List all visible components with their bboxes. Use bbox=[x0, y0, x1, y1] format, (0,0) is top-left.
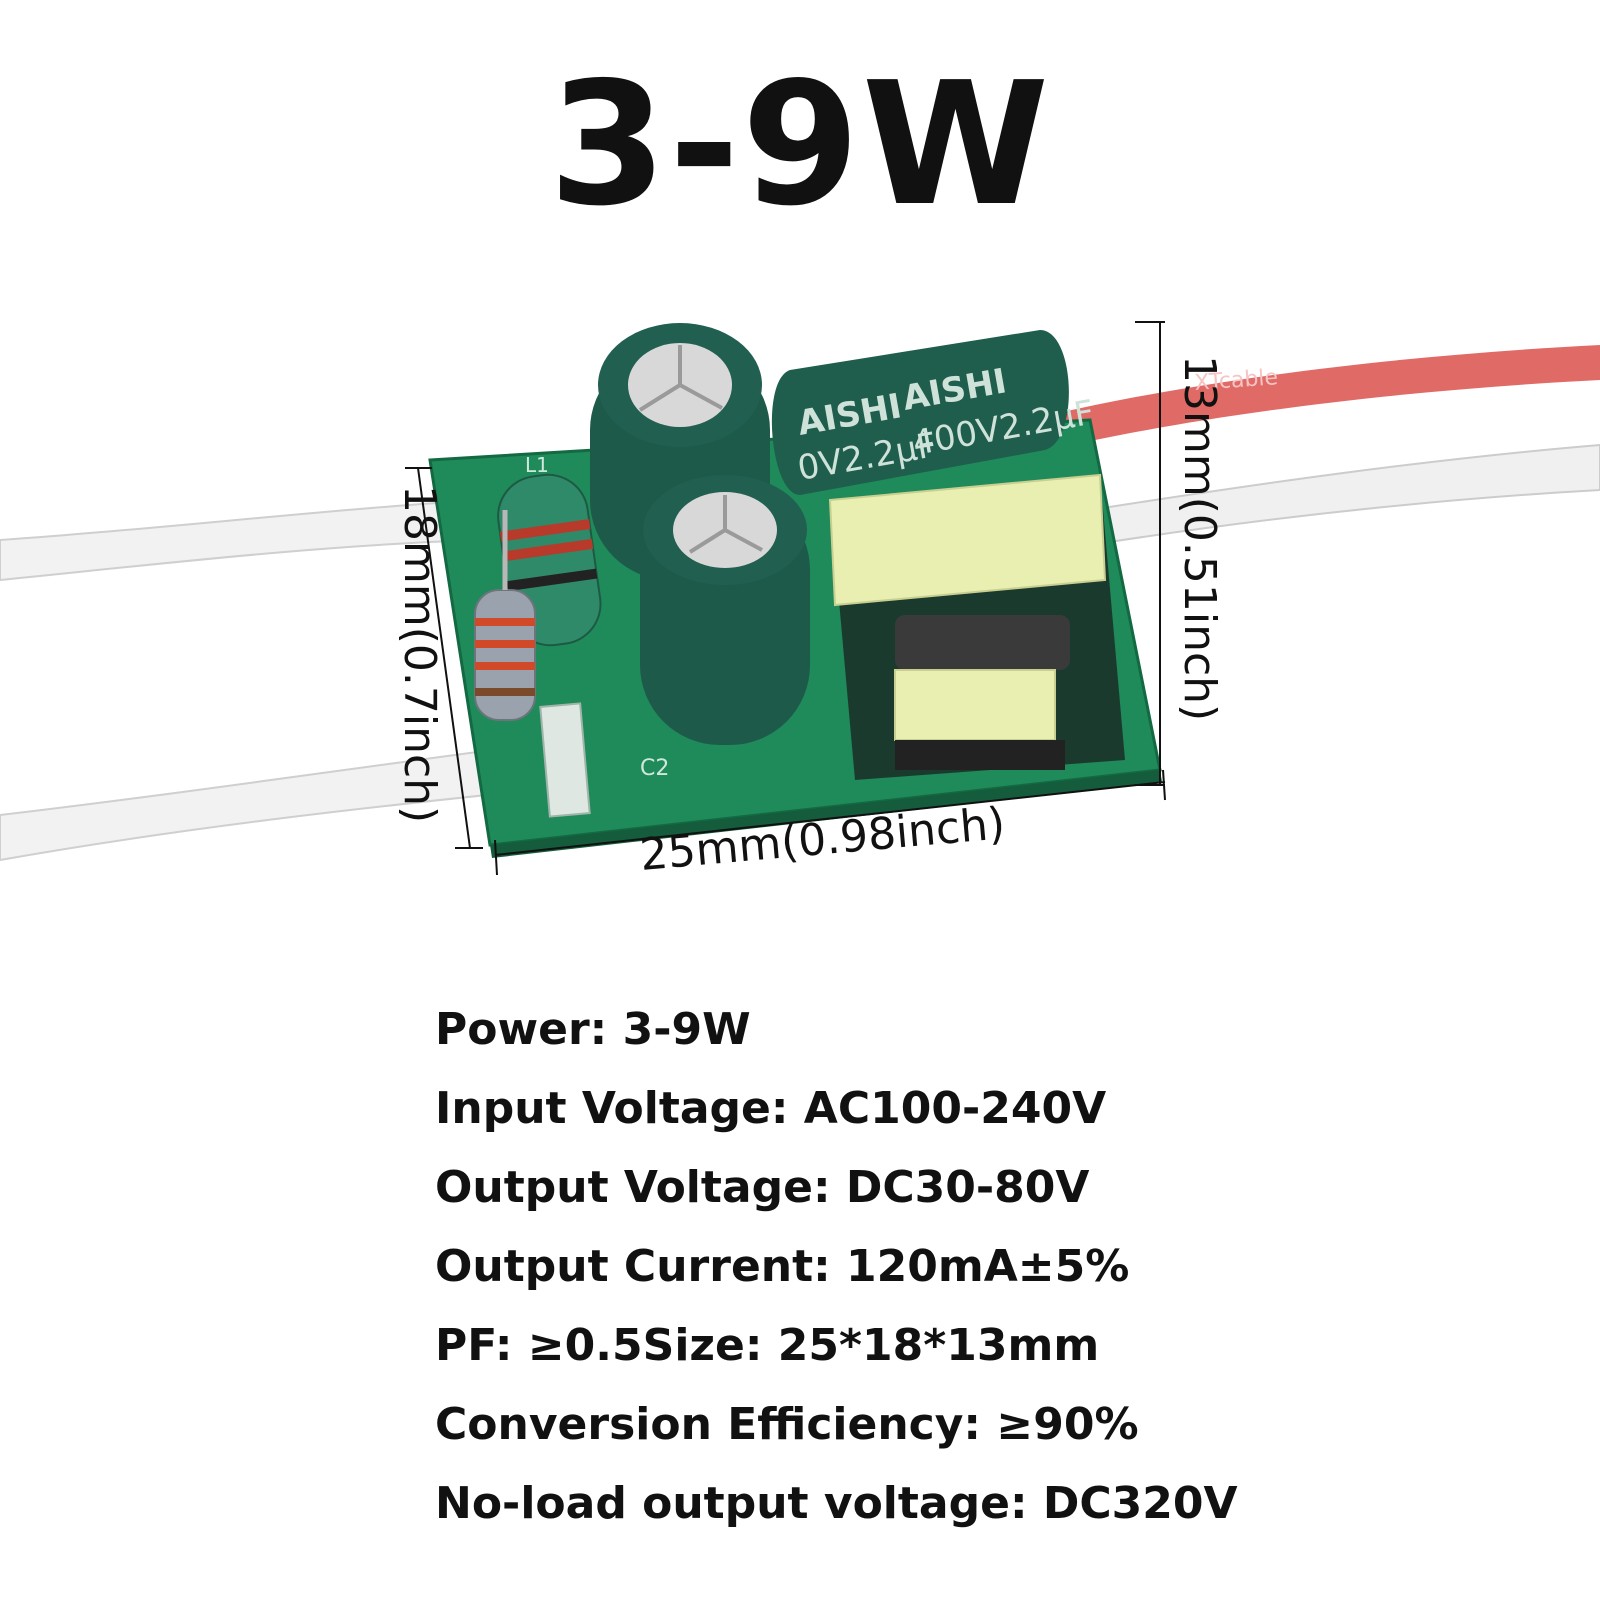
product-title: 3-9W bbox=[548, 46, 1052, 244]
spec-input-voltage: Input Voltage: AC100-240V bbox=[435, 1083, 1107, 1134]
spec-power: Power: 3-9W bbox=[435, 1004, 751, 1055]
white-wire-left-bottom bbox=[0, 743, 537, 862]
cable-brand-text: XTcable bbox=[1194, 365, 1279, 396]
pcb-label-c2: C2 bbox=[640, 756, 669, 781]
capacitor-small bbox=[640, 475, 810, 745]
spec-efficiency: Conversion Efficiency: ≥90% bbox=[435, 1399, 1139, 1450]
resistor bbox=[474, 510, 536, 721]
pcb-label-l1: L1 bbox=[525, 453, 549, 477]
dimension-lines bbox=[405, 321, 1166, 876]
white-wire-right bbox=[1089, 443, 1600, 547]
height-dimension-label: 13mm(0.51inch) bbox=[1174, 355, 1225, 722]
spec-output-current: Output Current: 120mA±5% bbox=[435, 1241, 1130, 1292]
transformer bbox=[828, 473, 1125, 780]
product-photo: XTcable L1 C2 AISHI AISHI 0V2.2µF 400V2.… bbox=[0, 321, 1600, 876]
spec-list: Power: 3-9W Input Voltage: AC100-240V Ou… bbox=[435, 990, 1238, 1543]
spec-pf-size: PF: ≥0.5Size: 25*18*13mm bbox=[435, 1320, 1100, 1371]
spec-output-voltage: Output Voltage: DC30-80V bbox=[435, 1162, 1090, 1213]
spec-no-load-voltage: No-load output voltage: DC320V bbox=[435, 1478, 1238, 1529]
depth-dimension-label: 18mm(0.7inch) bbox=[394, 485, 445, 824]
red-wire bbox=[1050, 345, 1600, 450]
